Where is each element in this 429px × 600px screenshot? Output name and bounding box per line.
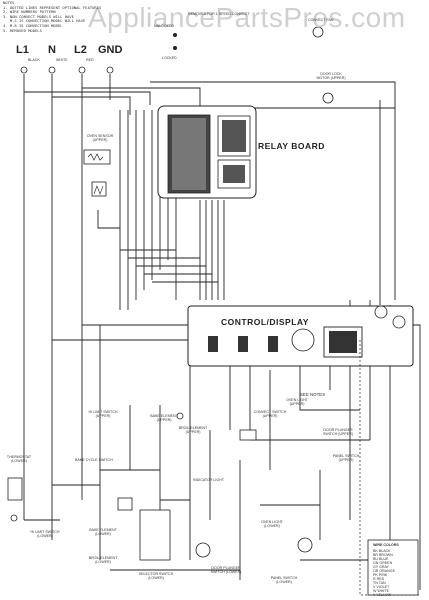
- hi-limit-lower-label: HI LIMIT SWITCH (LOWER): [30, 530, 60, 538]
- door-plunger-upper-label: DOOR PLUNGER SWITCH (UPPER): [323, 428, 353, 436]
- watermark: AppliancePartsPros.com: [88, 2, 406, 33]
- see-notes-label: SEE NOTES: [300, 392, 326, 397]
- wire-color-item: Y YELLOW: [373, 593, 392, 597]
- wire-colors-title: WIRE COLORS: [373, 543, 399, 547]
- selector-switch-label: SELECTOR SWITCH (LOWER): [138, 572, 174, 580]
- wire-color-item: V VIOLET: [373, 585, 390, 589]
- l2-color: RED: [86, 58, 94, 62]
- note-line: M-S IS CONVECTION MODEL WILL HAVE: [3, 18, 86, 24]
- note-removed: REMOVED FOR 1 SPEED CONVECT: [188, 12, 250, 16]
- broil-element-lower-label: BROIL ELEMENT (LOWER): [88, 556, 118, 564]
- indicator-light-label: INDICATOR LIGHT: [193, 478, 225, 482]
- l1-color: BLACK: [28, 58, 40, 62]
- wire-color-item: PK PINK: [373, 573, 388, 577]
- oven-sensor-label: OVEN SENSOR (UPPER): [86, 134, 114, 142]
- relay-board-label: RELAY BOARD: [258, 141, 325, 151]
- thermostat-lower-label: THERMOSTAT (LOWER): [6, 455, 32, 463]
- note-line: NOTES: [3, 0, 15, 5]
- note-line: 2. WIRE NUMBERS PATTERN: [3, 9, 56, 15]
- terminal-gnd: GND: [98, 44, 123, 56]
- wire-color-item: R RED: [373, 577, 385, 581]
- wire-color-item: GY GRAY: [373, 565, 390, 569]
- locked-label: LOCKED: [162, 56, 177, 60]
- wire-color-item: W WHITE: [373, 589, 389, 593]
- note-line: 4. M-8 IS CONVECTION MODEL: [3, 22, 63, 28]
- wire-color-item: TN TAN: [373, 581, 386, 585]
- oven-light-upper-label: OVEN LIGHT (UPPER): [286, 398, 308, 406]
- wire-color-item: BU BLUE: [373, 557, 389, 561]
- convect-switch-upper-label: CONVECT SWITCH (UPPER): [253, 410, 287, 418]
- convect-fan-label: CONVECT FAN: [308, 18, 334, 22]
- wire-color-item: OR ORANGE: [373, 569, 395, 573]
- note-line: 1. DOTTED LINES REPRESENT OPTIONAL FEATU…: [3, 4, 102, 10]
- unlocked-label: UNLOCKED: [154, 24, 174, 28]
- panel-switch-lower-label: PANEL SWITCH (LOWER): [270, 576, 298, 584]
- oven-light-lower-label: OVEN LIGHT (LOWER): [261, 520, 283, 528]
- broil-element-upper-label: BROIL ELEMENT (UPPER): [178, 426, 208, 434]
- bake-element-upper-label: BAKE ELEMENT (UPPER): [150, 414, 178, 422]
- panel-switch-upper-label: PANEL SWITCH (UPPER): [332, 454, 360, 462]
- n-color: WHITE: [56, 58, 68, 62]
- wire-color-item: BR BROWN: [373, 553, 393, 557]
- door-plunger-lower-label: DOOR PLUNGER SWITCH (LOWER): [210, 566, 242, 574]
- note-line: 3. NON-CONVECT MODELS WILL HAVE: [3, 13, 74, 19]
- hi-limit-upper-label: HI LIMIT SWITCH (UPPER): [88, 410, 118, 418]
- wire-color-item: BK BLACK: [373, 549, 391, 553]
- bake-element-lower-label: BAKE ELEMENT (LOWER): [89, 528, 117, 536]
- terminal-l1: L1: [16, 44, 29, 56]
- bake-cycle-switch-label: BAKE CYCLE SWITCH: [75, 458, 113, 462]
- door-lock-label: DOOR LOCK MOTOR (UPPER): [316, 72, 346, 80]
- terminal-l2: L2: [74, 44, 87, 56]
- terminal-n: N: [48, 44, 56, 56]
- control-display-label: CONTROL/DISPLAY: [221, 317, 309, 327]
- note-line: 5. REMOVED MODELS: [3, 27, 42, 33]
- wire-color-item: GN GREEN: [373, 561, 393, 565]
